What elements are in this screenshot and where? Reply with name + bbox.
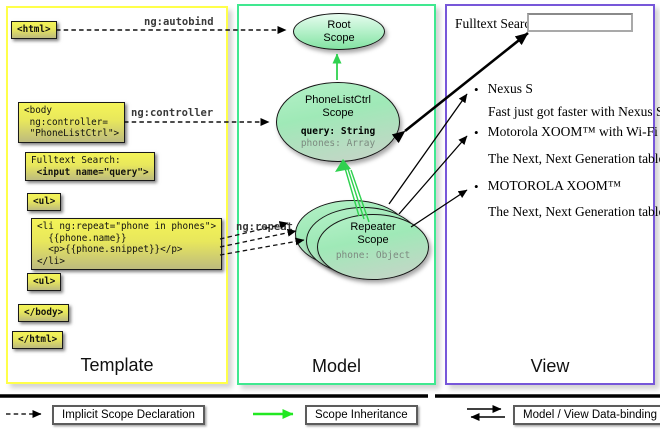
code-line: Fulltext Search:: [31, 155, 121, 166]
view-item-title: • Motorola XOOM™ with Wi-Fi: [474, 124, 658, 140]
code-box-li-repeat: <li ng:repeat="phone in phones"> {{phone…: [31, 218, 223, 271]
fulltext-search-label: Fulltext Search:: [455, 16, 541, 31]
legend-implicit-scope-declaration: Implicit Scope Declaration: [52, 405, 205, 425]
fulltext-search-input[interactable]: [527, 13, 633, 32]
code-box-ul-close: <ul>: [27, 273, 62, 291]
root-scope-title: Root: [327, 18, 351, 31]
ng-repeat-label: ng:repeat: [236, 221, 293, 233]
legend-scope-inheritance: Scope Inheritance: [305, 405, 418, 425]
view-item-title: • MOTOROLA XOOM™: [474, 178, 621, 194]
code-box-html-close: </html>: [12, 331, 64, 349]
code-box-html-open: <html>: [11, 21, 57, 39]
code-text: </html>: [18, 334, 58, 345]
root-scope-ellipse: Root Scope: [293, 13, 385, 50]
code-text: <ul>: [33, 196, 56, 207]
repeater-scope-title: Repeater: [350, 221, 396, 233]
model-panel: Model: [237, 4, 436, 385]
legend-model-view-databinding: Model / View Data-binding: [513, 405, 660, 425]
view-item-title: • Nexus S: [474, 81, 533, 97]
code-line: <li ng:repeat="phone in phones">: [37, 221, 217, 232]
repeater-scope-subtitle: Scope: [357, 234, 389, 246]
item-title-text: Nexus S: [487, 81, 533, 96]
code-line: "PhoneListCtrl">: [24, 128, 120, 140]
phonelist-prop-query: query: String: [300, 126, 376, 137]
code-box-body-close: </body>: [18, 304, 70, 322]
item-title-text: Motorola XOOM™ with Wi-Fi: [487, 124, 658, 139]
view-item-desc: The Next, Next Generation tablet.: [488, 204, 660, 219]
code-line: <input name="query">: [31, 166, 149, 178]
bullet-icon: •: [474, 81, 479, 97]
ng-autobind-label: ng:autobind: [144, 16, 214, 28]
code-line: ng:controller=: [24, 116, 108, 128]
model-panel-label: Model: [311, 356, 362, 376]
code-line: </li>: [37, 255, 65, 267]
phonelist-scope-subtitle: Scope: [322, 107, 354, 119]
root-scope-subtitle: Scope: [323, 31, 355, 44]
code-text: <html>: [17, 24, 51, 35]
bullet-icon: •: [474, 124, 479, 140]
item-title-text: MOTOROLA XOOM™: [487, 178, 621, 193]
code-line: <body: [24, 105, 52, 116]
phonelist-scope-title: PhoneListCtrl: [304, 94, 372, 106]
code-box-body-open: <body ng:controller= "PhoneListCtrl">: [18, 102, 126, 143]
code-box-ul-open: <ul>: [27, 193, 62, 211]
code-line: {{phone.name}}: [37, 232, 127, 244]
code-text: <ul>: [33, 276, 56, 287]
phonelistctrl-scope-ellipse: PhoneListCtrl Scope query: String phones…: [276, 82, 400, 162]
code-text: </body>: [24, 307, 64, 318]
view-panel: View: [445, 4, 655, 385]
bullet-icon: •: [474, 178, 479, 194]
ng-controller-label: ng:controller: [131, 107, 214, 119]
code-box-fulltext: Fulltext Search: <input name="query">: [25, 152, 155, 182]
repeater-prop-phone: phone: Object: [335, 250, 411, 261]
template-panel-label: Template: [80, 355, 154, 375]
code-line: <p>{{phone.snippet}}</p>: [37, 244, 183, 256]
view-item-desc: The Next, Next Generation tablet.: [488, 151, 660, 166]
phonelist-prop-phones: phones: Array: [300, 138, 376, 149]
view-panel-label: View: [530, 356, 570, 376]
repeater-scope-ellipse: Repeater Scope phone: Object: [317, 214, 429, 280]
view-item-desc: Fast just got faster with Nexus S.: [488, 104, 660, 119]
